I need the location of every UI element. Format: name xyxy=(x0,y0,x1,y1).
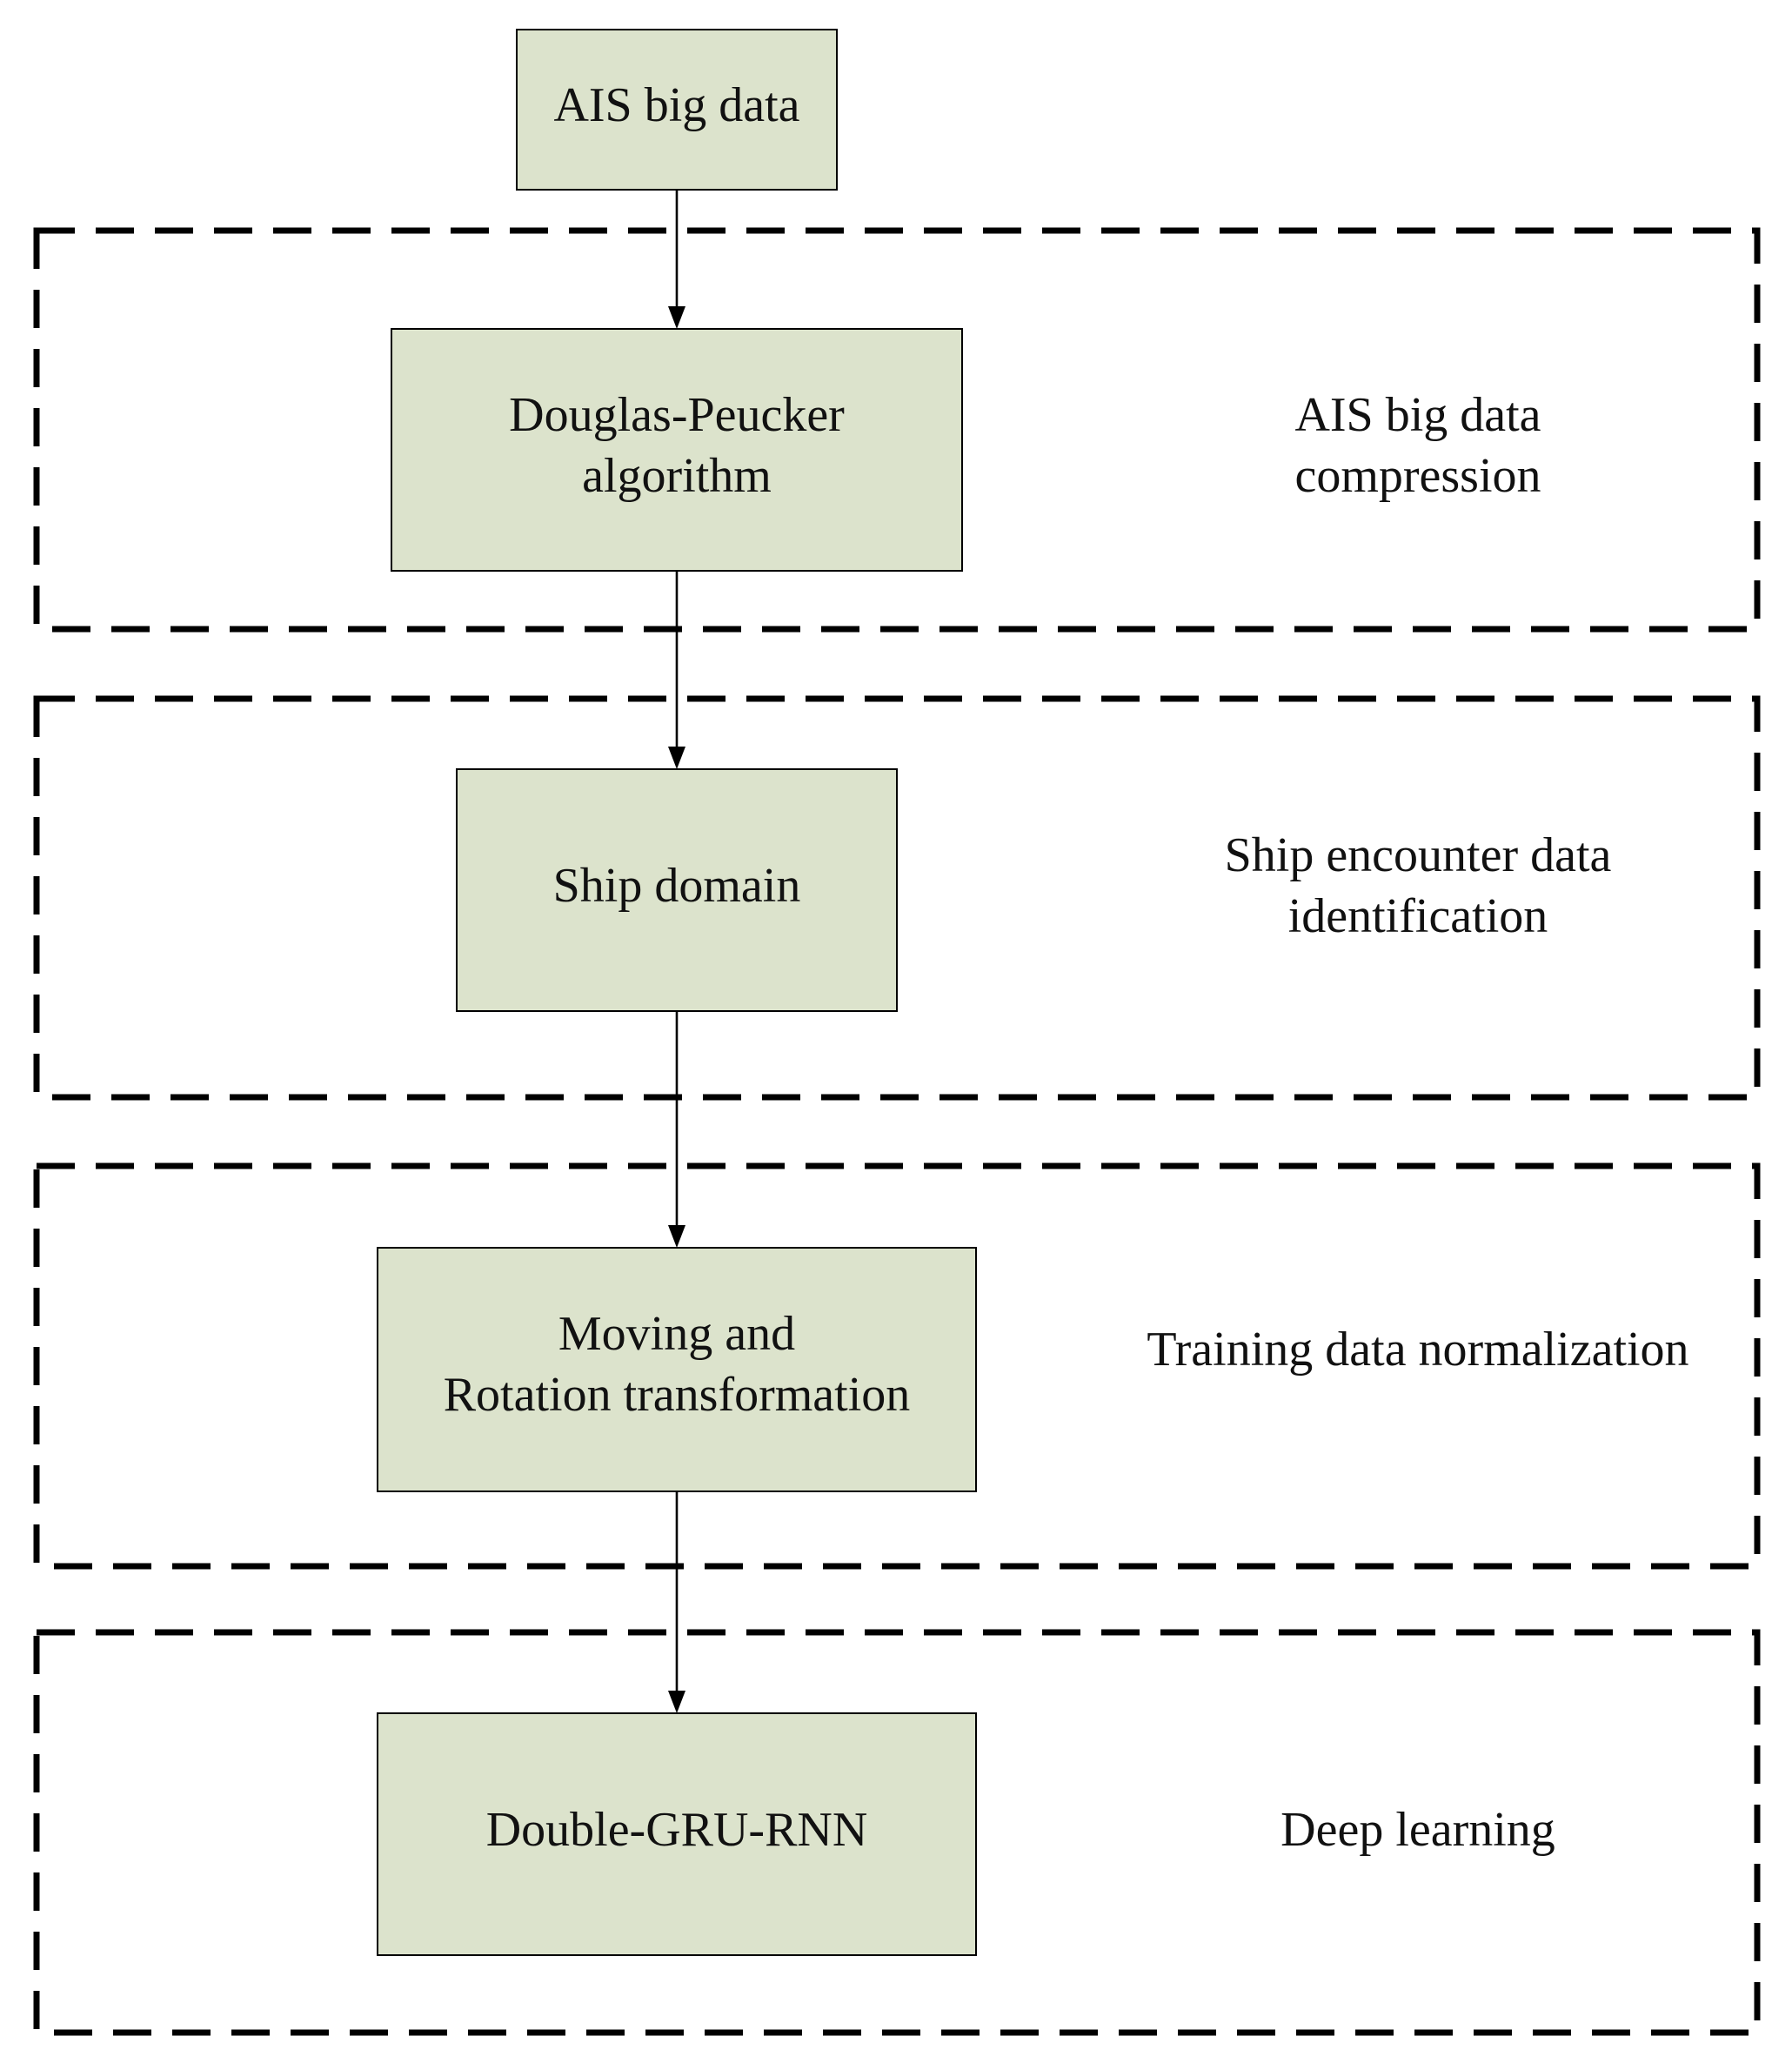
connector-douglas-peucker-to-ship-domain xyxy=(668,571,685,769)
node-label-line-2: algorithm xyxy=(582,449,772,503)
node-ais-big-data: AIS big data xyxy=(516,29,838,191)
node-label-line-2: Rotation transformation xyxy=(444,1368,911,1422)
stage-label-line-1: Deep learning xyxy=(1280,1803,1555,1857)
stage-label-line-1: AIS big data xyxy=(1294,388,1541,442)
node-double-gru-rnn: Double-GRU-RNN xyxy=(377,1712,977,1956)
node-box xyxy=(377,1712,977,1956)
stage-frame-identification xyxy=(33,695,1761,1101)
stage-label-line-2: identification xyxy=(1288,889,1548,943)
stage-label-line-1: Training data normalization xyxy=(1147,1323,1688,1377)
stage-label-deep-learning: Deep learning xyxy=(1280,1803,1555,1857)
stage-frame-normalization xyxy=(33,1162,1761,1570)
connector-ship-domain-to-moving-rotation xyxy=(668,1011,685,1248)
stage-label-normalization: Training data normalization xyxy=(1147,1323,1688,1377)
stage-frame-compression xyxy=(33,227,1761,633)
stage-label-line-1: Ship encounter data xyxy=(1225,828,1612,882)
node-label-line-1: Douglas-Peucker xyxy=(509,388,845,442)
node-box xyxy=(391,328,963,572)
node-label: Double-GRU-RNN xyxy=(486,1803,868,1857)
stage-label-identification: Ship encounter data identification xyxy=(1225,828,1612,943)
node-ship-domain: Ship domain xyxy=(456,768,898,1012)
node-douglas-peucker: Douglas-Peucker algorithm xyxy=(391,328,963,572)
node-label: AIS big data xyxy=(553,78,799,132)
node-label: Ship domain xyxy=(553,859,801,913)
node-box xyxy=(456,768,898,1012)
node-box xyxy=(516,29,838,191)
stage-label-compression: AIS big data compression xyxy=(1294,388,1541,503)
node-label-line-1: Moving and xyxy=(558,1307,795,1361)
node-moving-rotation: Moving and Rotation transformation xyxy=(377,1247,977,1492)
node-box xyxy=(377,1247,977,1492)
stage-frame-deep-learning xyxy=(33,1629,1761,2036)
connector-moving-rotation-to-double-gru-rnn xyxy=(668,1491,685,1713)
stage-label-line-2: compression xyxy=(1294,449,1541,503)
connector-source-to-douglas-peucker xyxy=(668,190,685,329)
